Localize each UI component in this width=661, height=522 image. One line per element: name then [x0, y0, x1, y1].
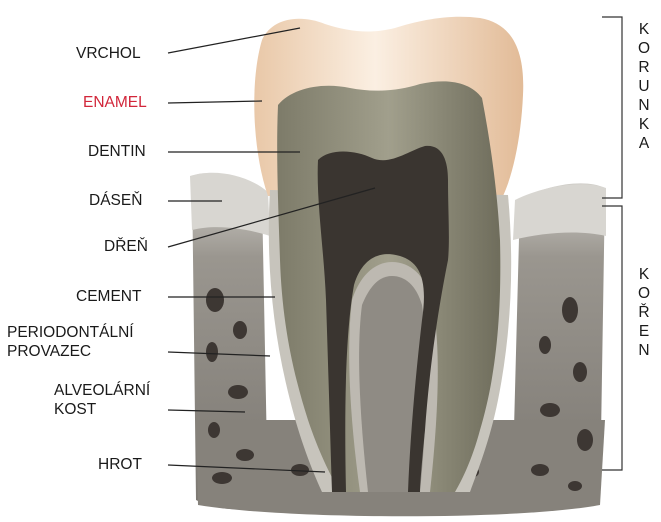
label-dentin: DENTIN — [88, 142, 146, 161]
label-alveolar: ALVEOLÁRNÍ KOST — [54, 381, 150, 419]
korunka-letter: N — [636, 96, 652, 115]
label-hrot: HROT — [98, 455, 142, 474]
koren-letter: Ř — [636, 303, 652, 322]
korunka-letter: K — [636, 115, 652, 134]
leader-dren — [168, 188, 375, 247]
koren-letter: E — [636, 322, 652, 341]
leader-alveolar — [168, 410, 245, 412]
leader-enamel — [168, 101, 262, 103]
label-alveolar-line1: ALVEOLÁRNÍ — [54, 381, 150, 400]
koren-letter: K — [636, 265, 652, 284]
label-cement: CEMENT — [76, 287, 141, 306]
label-dasen: DÁSEŇ — [89, 191, 142, 210]
label-periodontal: PERIODONTÁLNÍ PROVAZEC — [7, 323, 134, 361]
korunka-letter: K — [636, 20, 652, 39]
label-periodontal-line1: PERIODONTÁLNÍ — [7, 323, 134, 342]
label-korunka: K O R U N K A — [636, 20, 652, 153]
label-koren: K O Ř E N — [636, 265, 652, 360]
koren-letter: O — [636, 284, 652, 303]
korunka-letter: R — [636, 58, 652, 77]
korunka-letter: O — [636, 39, 652, 58]
koren-letter: N — [636, 341, 652, 360]
korunka-letter: U — [636, 77, 652, 96]
korunka-bracket — [602, 17, 622, 198]
label-dren: DŘEŇ — [104, 237, 148, 256]
label-alveolar-line2: KOST — [54, 400, 150, 419]
korunka-letter: A — [636, 134, 652, 153]
koren-bracket — [602, 206, 622, 470]
label-vrchol: VRCHOL — [76, 44, 141, 63]
leader-periodontal — [168, 352, 270, 356]
label-periodontal-line2: PROVAZEC — [7, 342, 134, 361]
leader-hrot — [168, 465, 325, 472]
leader-vrchol — [168, 28, 300, 53]
label-enamel: ENAMEL — [83, 93, 147, 112]
